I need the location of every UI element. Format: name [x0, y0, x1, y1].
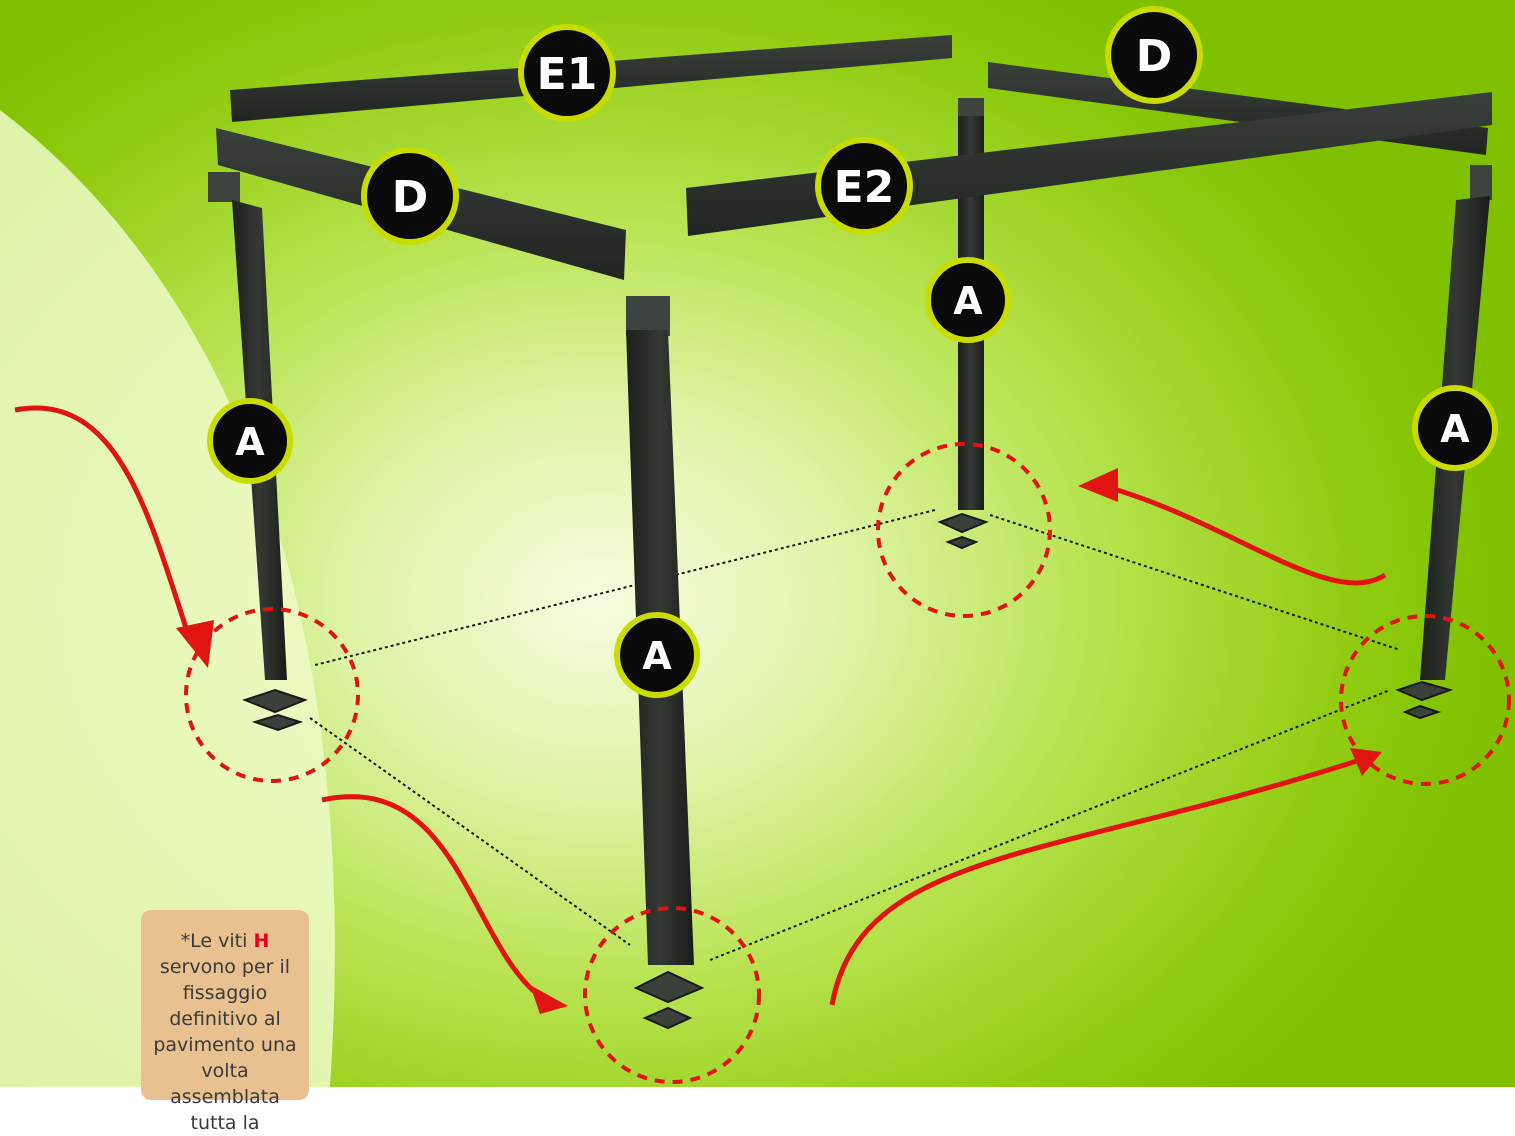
arrow-head	[176, 468, 1382, 1014]
label-a-right: A	[1440, 407, 1470, 451]
note-text: servono per il fissaggio definitivo al p…	[153, 956, 297, 1134]
badge-d-left: D	[361, 147, 459, 245]
label-d-left: D	[392, 172, 429, 223]
screw-note: *Le viti H servono per il fissaggio defi…	[141, 910, 309, 1134]
highlight-circle	[184, 442, 1511, 1084]
floor-outline	[309, 509, 1401, 961]
base-plate	[242, 512, 1454, 1030]
label-a-back: A	[953, 279, 983, 323]
badge-a-front-center: A	[614, 612, 700, 698]
badge-a-front-left: A	[207, 398, 293, 484]
badge-e1: E1	[518, 24, 616, 122]
label-d-right: D	[1136, 31, 1173, 82]
label-a-front-left: A	[235, 420, 265, 464]
assembly-canvas: E1 D D E2 A A A A	[0, 6, 1511, 1087]
badge-d-right: D	[1105, 6, 1203, 104]
background-curve	[0, 110, 335, 1087]
arrow	[14, 405, 1387, 1006]
label-a-front-center: A	[642, 634, 672, 678]
note-prefix: *Le viti	[180, 930, 254, 952]
badge-a-right: A	[1412, 385, 1498, 471]
badge-e2: E2	[815, 137, 913, 235]
beam-e2	[686, 92, 1492, 236]
label-e2: E2	[834, 162, 895, 213]
badge-a-back: A	[925, 257, 1011, 343]
label-e1: E1	[537, 49, 598, 100]
note-highlight: H	[253, 930, 270, 952]
